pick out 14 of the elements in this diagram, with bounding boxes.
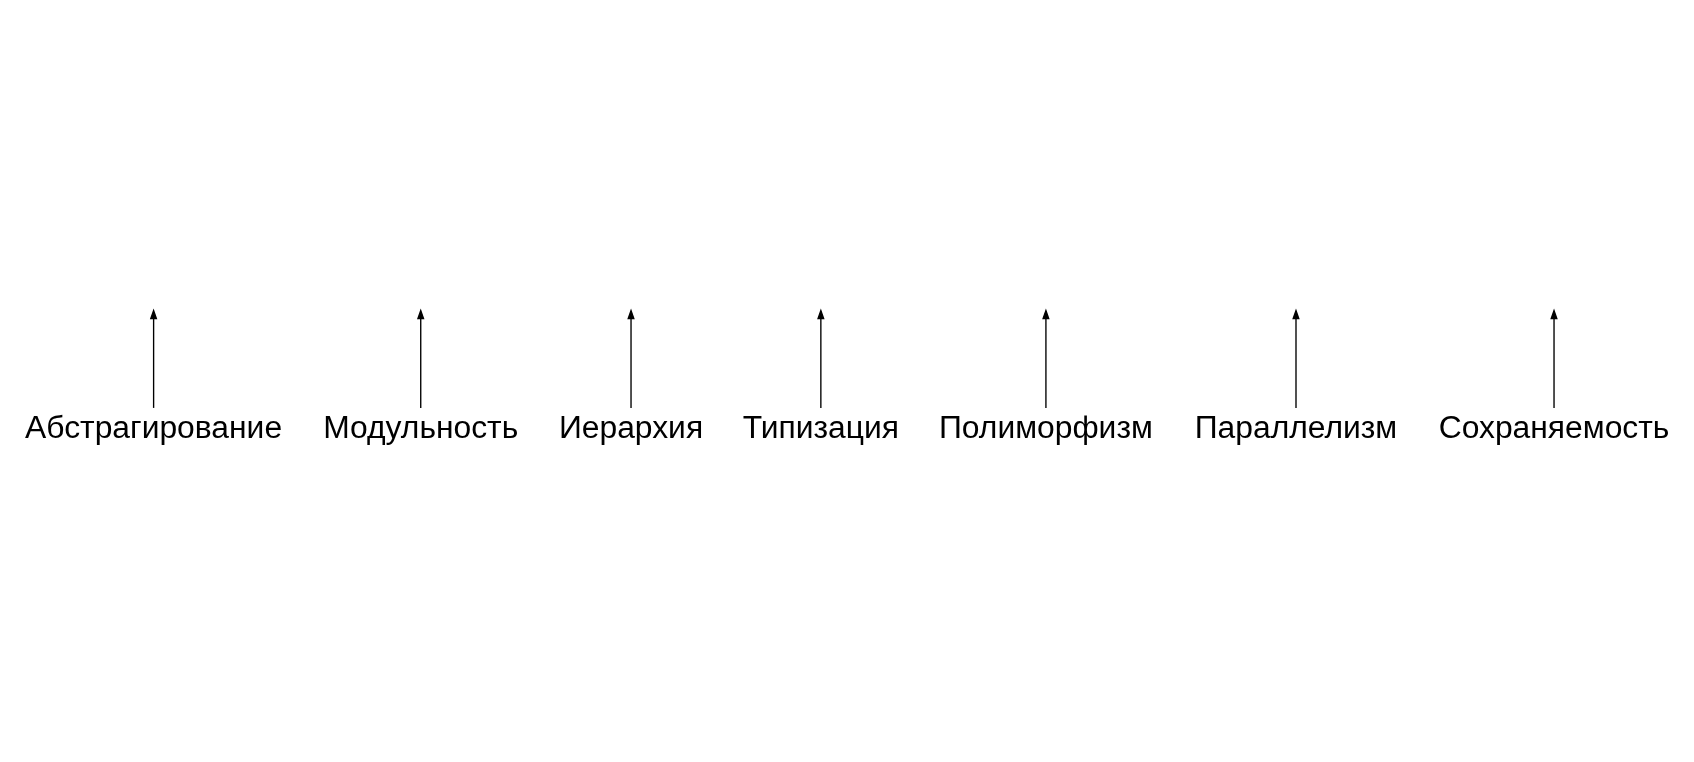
- arrow: [817, 308, 825, 409]
- node-text: Иерархия: [558, 409, 704, 446]
- node-text: Сохраняемость: [1438, 409, 1670, 446]
- arrow: [1550, 308, 1558, 409]
- arrow: [149, 308, 158, 409]
- node-text: Параллелизм: [1194, 409, 1398, 446]
- arrow: [1042, 308, 1050, 409]
- arrow: [627, 308, 635, 409]
- arrow: [1292, 308, 1300, 409]
- arrow: [417, 308, 425, 409]
- node-text: Полиморфизм: [938, 409, 1153, 446]
- node-text: Модульность: [323, 409, 519, 446]
- node-text: Абстрагирование: [25, 409, 283, 446]
- node-text: Типизация: [742, 409, 900, 446]
